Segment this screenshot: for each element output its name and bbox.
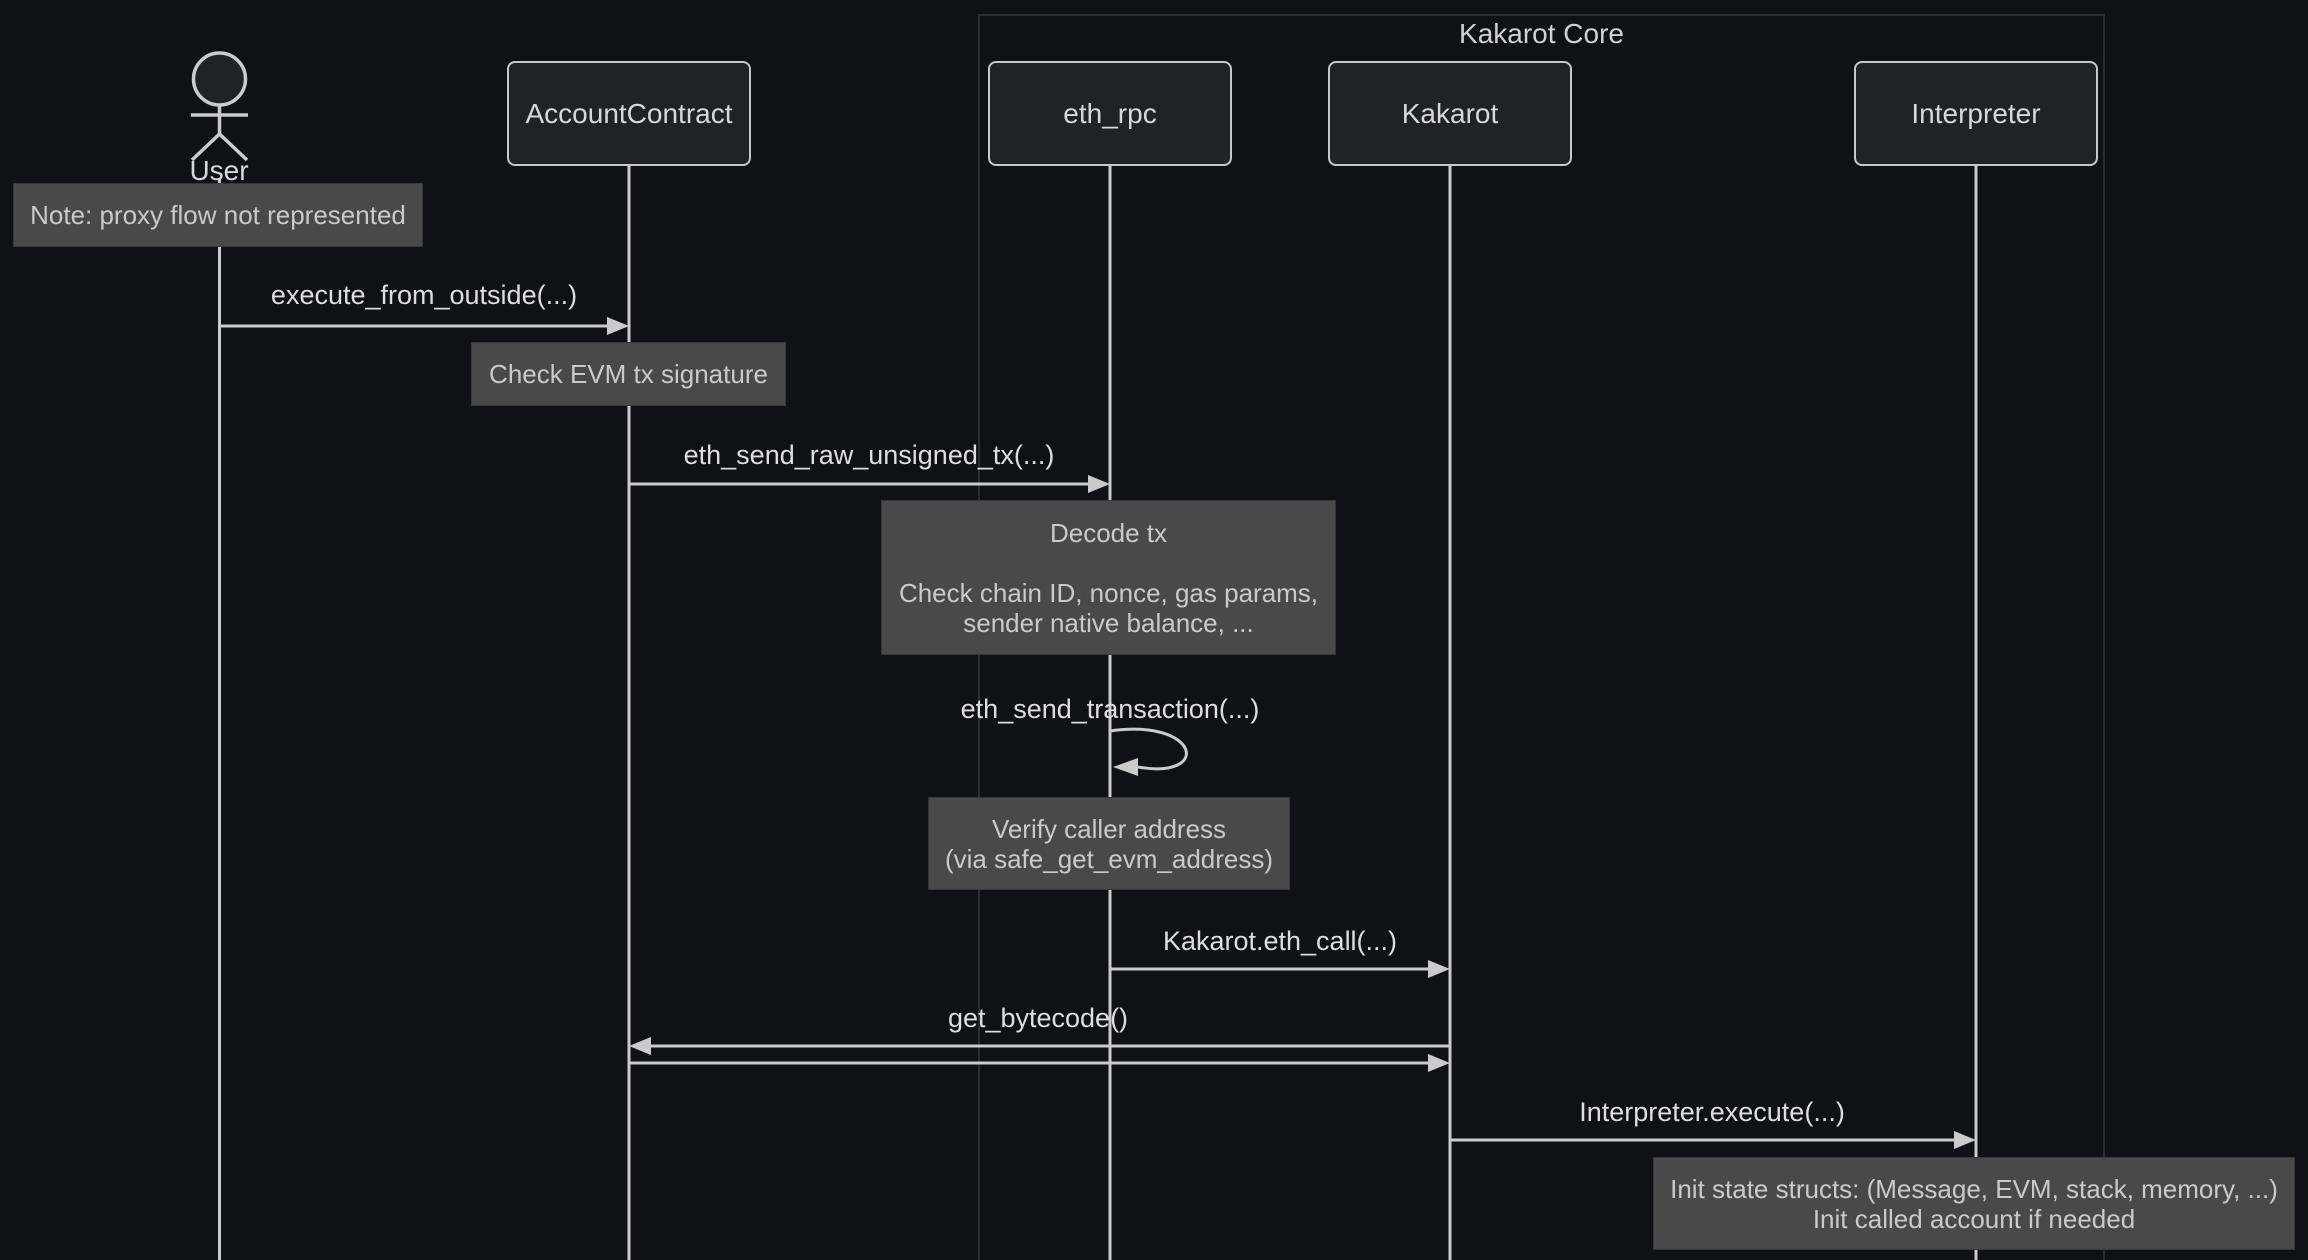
message-kakarot-eth-call: Kakarot.eth_call(...) (1162, 926, 1398, 956)
message-interpreter-execute: Interpreter.execute(...) (1579, 1097, 1845, 1127)
note-init-state-structs: Init state structs: (Message, EVM, stack… (1653, 1157, 2295, 1250)
note-decode-tx-line3: Check chain ID, nonce, gas params, (898, 577, 1319, 608)
participant-accountcontract: AccountContract (507, 61, 751, 166)
message-eth-send-transaction: eth_send_transaction(...) (960, 694, 1260, 724)
arrow-eth-send-transaction-self-loop (1109, 727, 1188, 776)
arrow-kakarot-eth-call (1110, 960, 1450, 978)
message-execute-from-outside: execute_from_outside(...) (270, 280, 578, 310)
note-proxy-flow-text: Note: proxy flow not represented (30, 200, 406, 230)
note-decode-tx-line4: sender native balance, ... (963, 607, 1254, 638)
note-decode-tx-line2 (882, 548, 1335, 578)
participant-kakarot-label: Kakarot (1401, 97, 1499, 129)
arrow-execute-from-outside (219, 317, 629, 335)
note-init-state-line2: Init called account if needed (1812, 1203, 2136, 1234)
note-verify-caller-address: Verify caller address (via safe_get_evm_… (928, 797, 1290, 890)
participant-eth-rpc-label: eth_rpc (1063, 97, 1157, 129)
arrow-eth-send-raw-unsigned-tx (629, 475, 1110, 493)
participant-eth-rpc: eth_rpc (988, 61, 1232, 166)
message-eth-send-raw-unsigned-tx: eth_send_raw_unsigned_tx(...) (683, 440, 1055, 470)
participant-interpreter: Interpreter (1854, 61, 2098, 166)
participant-kakarot: Kakarot (1328, 61, 1572, 166)
user-actor-icon (190, 51, 249, 162)
participant-accountcontract-label: AccountContract (525, 97, 733, 129)
participant-interpreter-label: Interpreter (1911, 97, 2041, 129)
message-get-bytecode: get_bytecode() (947, 1003, 1129, 1033)
arrow-get-bytecode-call (629, 1037, 1450, 1055)
note-decode-tx-line1: Decode tx (1049, 517, 1168, 548)
frame-title: Kakarot Core (1459, 18, 1624, 49)
note-init-state-line1: Init state structs: (Message, EVM, stack… (1670, 1173, 2278, 1204)
participant-user-label: User (189, 155, 249, 186)
arrow-get-bytecode-return (629, 1054, 1450, 1072)
note-proxy-flow: Note: proxy flow not represented (13, 183, 423, 247)
note-decode-tx: Decode tx Check chain ID, nonce, gas par… (881, 500, 1336, 655)
note-verify-caller-line2: (via safe_get_evm_address) (944, 843, 1274, 874)
arrow-interpreter-execute (1450, 1131, 1976, 1149)
note-verify-caller-line1: Verify caller address (991, 813, 1227, 844)
note-check-evm-tx-signature: Check EVM tx signature (471, 342, 786, 406)
note-check-evm-tx-signature-text: Check EVM tx signature (489, 359, 768, 389)
